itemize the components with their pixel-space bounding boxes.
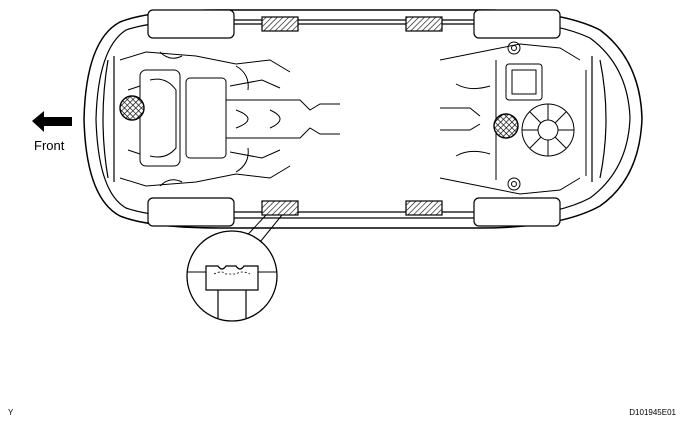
jack-pad-rear-left <box>405 16 443 32</box>
jack-pad-front-left <box>261 16 299 32</box>
figure-id-label: D101945E01 <box>629 408 676 417</box>
front-underbody-components <box>119 51 340 187</box>
rear-underbody-components <box>439 41 587 195</box>
jack-pad-markers <box>261 16 443 216</box>
vehicle-body <box>83 9 643 229</box>
jack-pad-rear-right <box>405 200 443 216</box>
rear-lift-point-icon <box>493 113 519 139</box>
corner-mark-label: Y <box>8 408 14 417</box>
front-direction-arrow-icon <box>32 111 72 132</box>
jack-pad-front-right <box>261 200 299 216</box>
front-direction-label: Front <box>34 138 65 153</box>
jack-pad-detail-callout <box>186 230 278 322</box>
front-lift-point-icon <box>119 95 145 121</box>
